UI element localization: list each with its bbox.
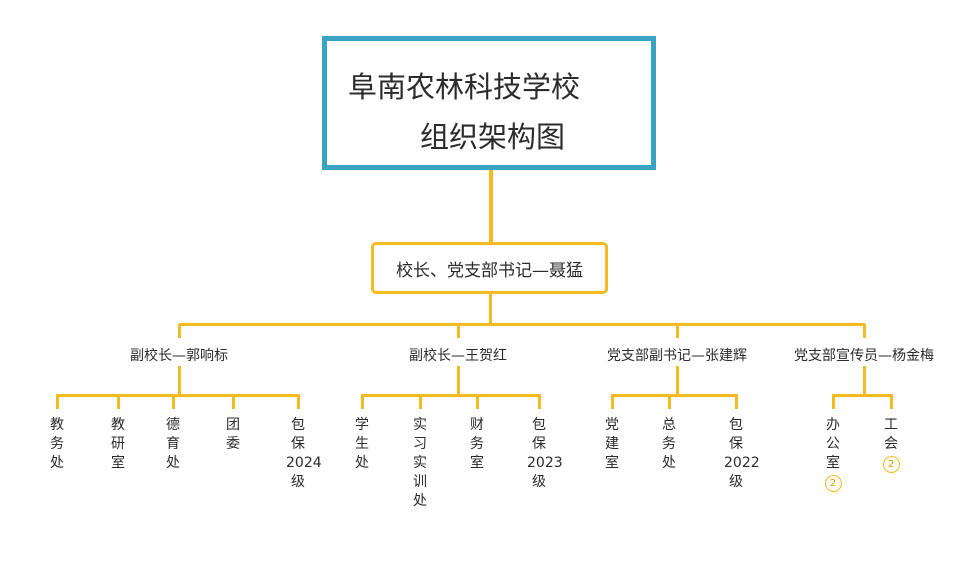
department-text: 处	[413, 493, 427, 509]
department-1-3: 包保 2023 级	[527, 416, 563, 492]
dept-bus-3	[832, 394, 893, 397]
department-3-0: 办公室 2	[821, 416, 845, 492]
department-3-1: 工会 2	[879, 416, 903, 473]
department-text: 处	[166, 455, 180, 471]
connector-title-principal	[489, 170, 493, 242]
department-text: 处	[662, 455, 676, 471]
dept-drop-0-1	[117, 395, 120, 409]
department-text: 德	[166, 417, 180, 433]
department-text: 保	[291, 436, 305, 452]
department-text: 团	[226, 417, 240, 433]
department-text: 2024	[286, 455, 322, 471]
department-text: 委	[226, 436, 240, 452]
department-text: 研	[111, 436, 125, 452]
department-text: 2022	[724, 455, 760, 471]
department-text: 办	[826, 417, 840, 433]
department-0-0: 教务处	[45, 416, 69, 473]
department-text: 务	[50, 436, 64, 452]
branch-label-0: 副校长—郭响标	[130, 348, 228, 364]
department-text: 公	[826, 436, 840, 452]
dept-drop-2-1	[668, 395, 671, 409]
department-text: 训	[413, 474, 427, 490]
dept-drop-0-0	[56, 395, 59, 409]
dept-bus-0	[56, 394, 300, 397]
department-text: 实	[413, 455, 427, 471]
department-text: 党	[605, 417, 619, 433]
department-2-1: 总务处	[657, 416, 681, 473]
dept-drop-1-2	[476, 395, 479, 409]
department-0-1: 教研室	[106, 416, 130, 473]
branch-stem-2	[676, 366, 679, 396]
branch-stem-3	[863, 366, 866, 396]
count-badge: 2	[882, 456, 900, 473]
dept-drop-2-0	[611, 395, 614, 409]
branch-drop-1	[457, 324, 460, 338]
dept-drop-1-3	[538, 395, 541, 409]
branch-drop-3	[863, 324, 866, 338]
department-text: 级	[291, 474, 305, 490]
branch-bus	[179, 323, 865, 326]
department-text: 室	[111, 455, 125, 471]
dept-drop-1-1	[419, 395, 422, 409]
title-line-1: 阜南农林科技学校	[348, 70, 581, 104]
department-0-3: 团委	[221, 416, 245, 454]
department-text: 2023	[527, 455, 563, 471]
department-text: 包	[532, 417, 546, 433]
department-1-2: 财务室	[465, 416, 489, 473]
department-text: 室	[826, 455, 840, 471]
department-text: 级	[532, 474, 546, 490]
department-text: 实	[413, 417, 427, 433]
title-box	[322, 36, 656, 170]
department-text: 包	[729, 417, 743, 433]
dept-drop-3-1	[890, 395, 893, 409]
department-text: 包	[291, 417, 305, 433]
branch-drop-2	[676, 324, 679, 338]
dept-drop-0-4	[297, 395, 300, 409]
connector-principal-bus	[489, 294, 492, 324]
branch-drop-0	[178, 324, 181, 338]
department-0-4: 包保 2024 级	[286, 416, 322, 492]
department-text: 务	[470, 436, 484, 452]
department-1-0: 学生处	[350, 416, 374, 473]
branch-stem-1	[457, 366, 460, 396]
branch-label-1: 副校长—王贺红	[409, 348, 507, 364]
department-text: 级	[729, 474, 743, 490]
department-1-1: 实习实训处	[408, 416, 432, 511]
department-2-2: 包保 2022 级	[724, 416, 760, 492]
dept-drop-0-2	[172, 395, 175, 409]
count-badge: 2	[824, 475, 842, 492]
department-text: 处	[355, 455, 369, 471]
department-text: 处	[50, 455, 64, 471]
department-0-2: 德育处	[161, 416, 185, 473]
department-text: 总	[662, 417, 676, 433]
department-text: 育	[166, 436, 180, 452]
principal-box: 校长、党支部书记—聂猛	[371, 242, 608, 294]
branch-label-3: 党支部宣传员—杨金梅	[794, 348, 934, 364]
department-text: 教	[50, 417, 64, 433]
department-text: 室	[605, 455, 619, 471]
department-2-0: 党建室	[600, 416, 624, 473]
dept-bus-1	[361, 394, 541, 397]
department-text: 习	[413, 436, 427, 452]
department-text: 生	[355, 436, 369, 452]
department-text: 务	[662, 436, 676, 452]
title-line-2: 组织架构图	[420, 120, 566, 154]
dept-drop-3-0	[832, 395, 835, 409]
department-text: 保	[532, 436, 546, 452]
department-text: 建	[605, 436, 619, 452]
branch-label-2: 党支部副书记—张建辉	[607, 348, 747, 364]
branch-stem-0	[178, 366, 181, 396]
dept-drop-0-3	[232, 395, 235, 409]
department-text: 会	[884, 436, 898, 452]
department-text: 室	[470, 455, 484, 471]
dept-drop-1-0	[361, 395, 364, 409]
dept-drop-2-2	[735, 395, 738, 409]
department-text: 学	[355, 417, 369, 433]
dept-bus-2	[611, 394, 738, 397]
department-text: 保	[729, 436, 743, 452]
department-text: 财	[470, 417, 484, 433]
department-text: 工	[884, 417, 898, 433]
department-text: 教	[111, 417, 125, 433]
